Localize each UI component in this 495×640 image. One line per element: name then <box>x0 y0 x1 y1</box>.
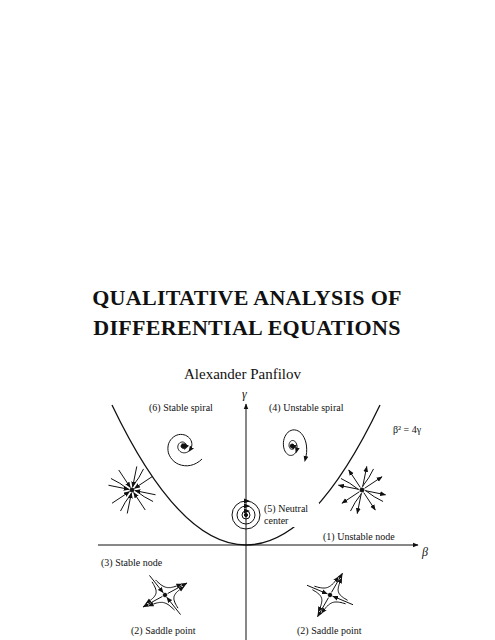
closed-orbit <box>232 501 260 529</box>
spiral-trajectory <box>178 442 190 453</box>
axes <box>98 404 418 640</box>
hyperbolic-trajectory <box>150 602 174 610</box>
spiral-trajectory <box>168 434 202 465</box>
hyperbolic-trajectory <box>314 579 337 588</box>
stable-node-portrait <box>108 466 155 513</box>
saddle-portrait <box>307 573 353 616</box>
stable-spiral-portrait <box>168 434 202 465</box>
node-trajectory <box>112 492 130 504</box>
orbit-arrow <box>244 511 247 512</box>
node-trajectory <box>349 470 361 488</box>
hyperbolic-trajectory <box>312 590 322 610</box>
equilibrium-dot <box>328 593 332 597</box>
node-trajectory <box>135 477 153 489</box>
equilibrium-dot <box>130 488 134 492</box>
equilibrium-dot <box>360 488 364 492</box>
spiral-trajectory <box>181 445 185 449</box>
saddle-portrait <box>143 575 187 614</box>
gamma-axis <box>246 404 247 640</box>
author-name: Alexander Panfilov <box>0 366 490 383</box>
phase-portraits <box>108 430 385 617</box>
node-trajectory <box>342 492 360 504</box>
axis-label: γ <box>241 388 248 400</box>
node-trajectory <box>364 493 376 511</box>
region-label: (2) Saddle point <box>130 625 196 637</box>
hyperbolic-trajectory <box>323 602 346 611</box>
region-label: (6) Stable spiral <box>148 402 214 414</box>
hyperbolic-trajectory <box>148 582 156 602</box>
equilibrium-dot <box>181 444 185 448</box>
orbit-arrow <box>244 506 247 507</box>
region-label: (2) Saddle point <box>296 625 362 637</box>
axis-label: β <box>421 546 429 558</box>
region-label: (4) Unstable spiral <box>268 402 344 414</box>
region-label: (3) Stable node <box>100 557 163 569</box>
equilibrium-dot <box>290 444 294 448</box>
node-trajectory <box>134 493 146 511</box>
unstable-spiral-portrait <box>283 430 306 459</box>
spiral-trajectory <box>283 430 306 459</box>
cover-title: QUALITATIVE ANALYSIS OF DIFFERENTIAL EQU… <box>82 283 412 343</box>
region-label: (1) Unstable node <box>322 531 396 543</box>
hyperbolic-trajectory <box>338 580 348 600</box>
neutral-center-portrait <box>232 501 260 529</box>
closed-orbit <box>237 506 255 524</box>
equilibrium-dot <box>163 593 167 597</box>
closed-orbit <box>242 511 250 519</box>
spiral-trajectory <box>289 441 297 451</box>
node-trajectory <box>365 477 383 489</box>
spiral-trajectory <box>291 444 294 447</box>
parabola-curve <box>112 405 380 545</box>
unstable-node-portrait <box>338 466 385 513</box>
equilibrium-dot <box>244 513 247 516</box>
node-trajectory <box>119 470 131 488</box>
region-label: (5) Neutral center <box>263 503 319 527</box>
hyperbolic-trajectory <box>156 580 180 588</box>
beta-axis <box>98 545 418 546</box>
hyperbolic-trajectory <box>174 588 182 608</box>
orbit-arrow <box>244 501 247 502</box>
curve-equation: β² = 4γ <box>392 424 422 436</box>
